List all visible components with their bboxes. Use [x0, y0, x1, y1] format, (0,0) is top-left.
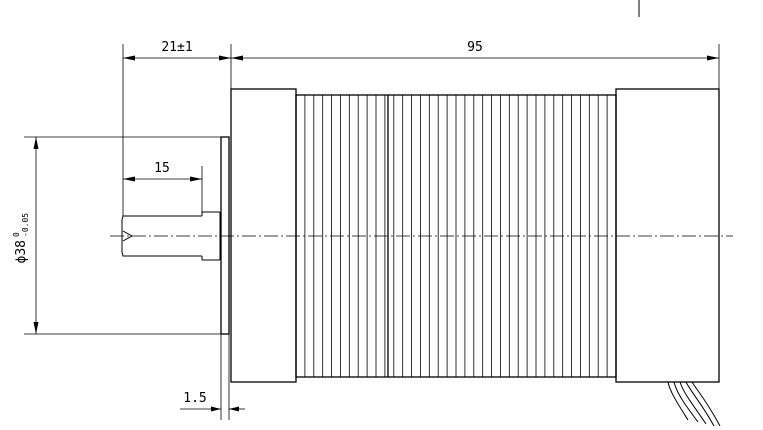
- dim-label-flange-thickness: 1.5: [183, 391, 206, 406]
- dim-label-body-length: 95: [467, 40, 483, 55]
- dim-shaft-key-length: 15: [123, 161, 203, 212]
- dim-flange-thickness: 1.5: [180, 334, 245, 420]
- dim-label-pilot-tolerance-top: 0: [12, 232, 21, 237]
- rear-end-cap: [615, 88, 720, 383]
- dim-pilot-diameter: ϕ38 0 -0.05: [12, 136, 221, 335]
- flange-plate: [220, 136, 230, 335]
- shaft: [121, 211, 221, 261]
- dim-label-shaft-key-length: 15: [154, 161, 170, 176]
- center-drill-mark: [122, 230, 134, 242]
- dim-body-length: 95: [231, 40, 720, 89]
- dim-shaft-extension: 21±1: [122, 40, 232, 216]
- lead-wires: [667, 381, 721, 427]
- dim-label-pilot-diameter: ϕ38: [14, 240, 29, 263]
- front-end-cap: [230, 88, 297, 383]
- lamination-stack: [295, 94, 617, 378]
- dim-label-shaft-extension: 21±1: [161, 40, 192, 55]
- dim-label-pilot-tolerance-bottom: -0.05: [21, 213, 30, 237]
